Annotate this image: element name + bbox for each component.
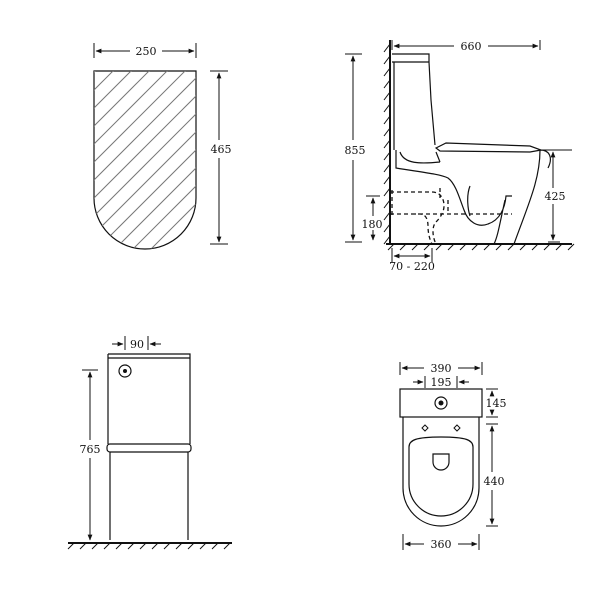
front-height-label: 765 [80,443,101,456]
bowl-plan-inner [408,436,474,517]
bolt-hole-left-icon [421,424,429,432]
bowl-side [395,149,551,245]
seat-length-label: 465 [211,143,232,156]
outlet-range-label: 70 - 220 [389,260,435,273]
side-view: 660 855 425 180 70 - 220 [345,40,575,273]
seat-height-label: 425 [545,190,566,203]
seat-hatching [94,71,196,249]
front-floor-hatching [67,542,231,550]
front-view: 90 765 [67,336,232,550]
wall-hatching [383,43,391,245]
bolt-hole-right-icon [453,424,461,432]
tank-front [107,353,191,444]
bowl-length-label: 440 [484,475,505,488]
overall-height-label: 855 [345,144,366,157]
seat-outline [93,70,197,250]
tank-plan [399,388,483,418]
bowl-front [109,452,189,540]
trapway-outlet [390,188,512,245]
seat-front [106,443,192,453]
plan-view: 390 195 145 440 360 [399,362,507,551]
flush-button-icon [118,364,132,378]
seat-width-label: 250 [136,45,157,58]
seat-side [434,142,544,153]
bowl-width-label: 360 [431,538,452,551]
bowl-outlet-icon [432,453,450,471]
tank-side [392,53,436,150]
tank-width-label: 390 [431,362,452,375]
tank-depth-label: 145 [486,397,507,410]
depth-label: 660 [461,40,482,53]
button-spacing-label: 195 [431,376,452,389]
seat-top-view: 250 465 [93,43,232,250]
floor-hatching [387,243,575,251]
outlet-height-label: 180 [362,218,383,231]
flush-button-center [123,369,127,373]
inlet-offset-label: 90 [130,338,144,351]
bowl-plan-outer [402,417,480,527]
plan-flush-button-icon [434,396,448,410]
